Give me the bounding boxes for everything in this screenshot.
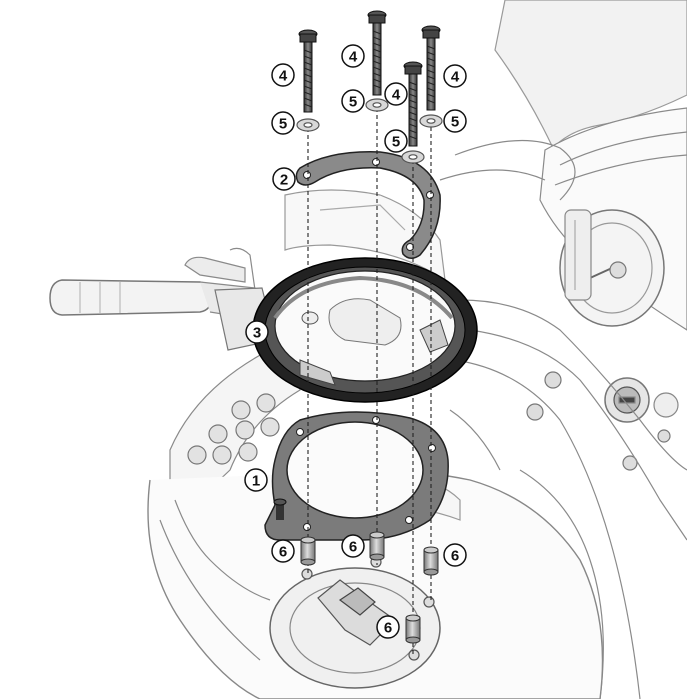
callout-6d: 6 [376, 615, 400, 639]
motorcycle-background [49, 0, 687, 699]
callout-6d-label: 6 [384, 620, 392, 637]
screw-c [421, 25, 441, 111]
spacer-a [300, 536, 316, 566]
callout-4b-label: 4 [349, 49, 358, 66]
handlebar-grip [49, 279, 213, 316]
callout-6a-label: 6 [279, 544, 287, 561]
callout-6a: 6 [271, 539, 295, 563]
callout-5d: 5 [443, 109, 467, 133]
callout-5a: 5 [271, 111, 295, 135]
callout-3-label: 3 [253, 325, 261, 342]
callout-5a-label: 5 [279, 116, 287, 133]
button-panel [187, 393, 280, 465]
callout-6b-label: 6 [349, 539, 357, 556]
callout-4a-label: 4 [279, 68, 288, 85]
windshield [494, 0, 687, 150]
callout-4d-label: 4 [451, 69, 460, 86]
callout-2: 2 [272, 167, 296, 191]
callout-2-label: 2 [280, 172, 288, 189]
callout-5d-label: 5 [451, 114, 459, 131]
callout-3: 3 [245, 320, 269, 344]
callout-5c-label: 5 [392, 134, 400, 151]
assembly-lines [307, 108, 432, 655]
part-1-base-plate [264, 411, 449, 541]
callout-4c: 4 [384, 82, 408, 106]
part-5-washers [296, 98, 443, 164]
screw-a [298, 29, 318, 113]
callout-6b: 6 [341, 534, 365, 558]
spacer-d [405, 614, 421, 644]
screw-d [403, 61, 423, 147]
callout-4a: 4 [271, 63, 295, 87]
callout-5b: 5 [341, 89, 365, 113]
callouts: 1 2 3 4 4 4 4 5 [244, 44, 467, 639]
callout-6c: 6 [443, 543, 467, 567]
part-4-screws [298, 10, 441, 147]
callout-4c-label: 4 [392, 87, 401, 104]
callout-4b: 4 [341, 44, 365, 68]
callout-6c-label: 6 [451, 548, 459, 565]
callout-5b-label: 5 [349, 94, 357, 111]
callout-4d: 4 [443, 64, 467, 88]
part-6-spacers [300, 531, 439, 644]
callout-5c: 5 [384, 129, 408, 153]
callout-1-label: 1 [252, 473, 260, 490]
callout-1: 1 [244, 468, 268, 492]
clutch-lever [184, 256, 246, 283]
screw-b [367, 10, 387, 96]
spacer-c [423, 546, 439, 576]
part-3-tank-ring [252, 257, 478, 403]
part-2-bracket [295, 151, 441, 259]
spacer-b [369, 531, 385, 561]
